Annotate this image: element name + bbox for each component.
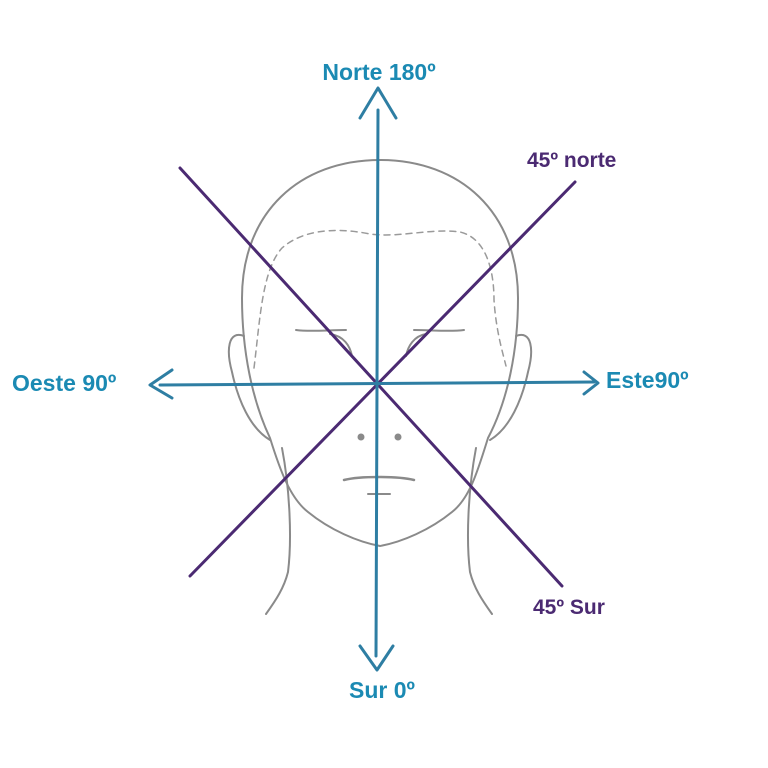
head-outline (241, 159, 519, 547)
left-neck (265, 447, 291, 615)
south-arrowhead (358, 644, 395, 672)
axes (148, 86, 600, 672)
right-ear (489, 333, 533, 441)
label-diagonal-south: 45º Sur (533, 596, 605, 619)
left-ear (227, 333, 271, 441)
left-nostril (357, 433, 365, 441)
mouth (342, 475, 416, 482)
label-east: Este90º (606, 367, 689, 393)
label-north: Norte 180º (322, 59, 435, 85)
labels: Norte 180º Sur 0º Oeste 90º Este90º 45º … (12, 59, 689, 703)
west-arrowhead (148, 368, 174, 400)
east-arrowhead (582, 370, 600, 396)
right-neck (467, 447, 493, 615)
label-south: Sur 0º (349, 677, 415, 703)
right-eyebrow (413, 329, 465, 332)
diagonal-lines (178, 166, 577, 588)
label-diagonal-north: 45º norte (527, 149, 616, 172)
diagonal-line-north-west (178, 166, 564, 588)
label-west: Oeste 90º (12, 370, 116, 396)
horizontal-axis (158, 380, 596, 387)
diagonal-line-north-east (188, 180, 577, 578)
north-arrowhead (358, 86, 398, 120)
left-eyebrow (295, 329, 347, 332)
right-nostril (394, 433, 402, 441)
hairline (253, 229, 507, 369)
